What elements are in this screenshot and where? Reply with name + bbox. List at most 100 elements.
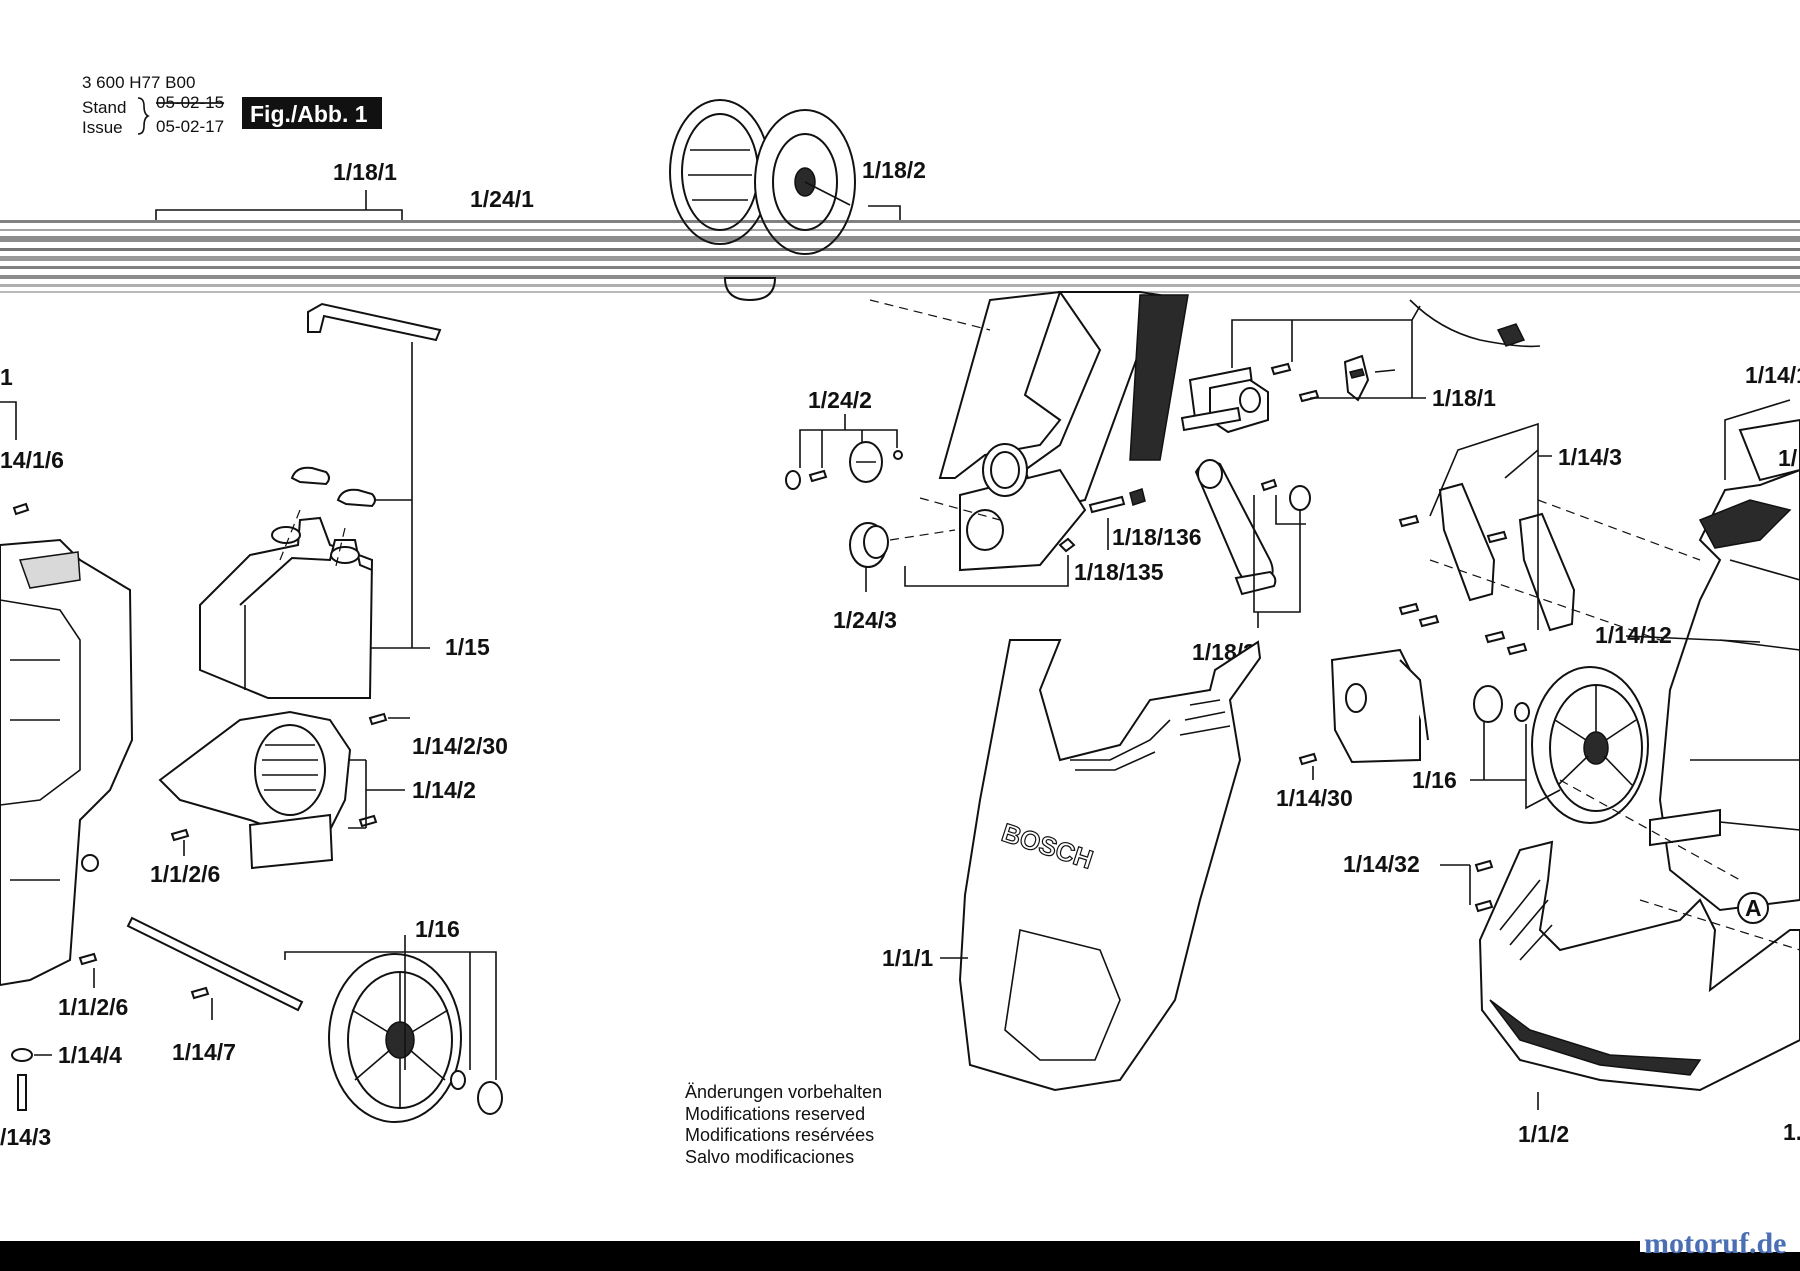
nut-icon bbox=[1129, 488, 1146, 506]
l-wrench-part bbox=[307, 302, 442, 342]
oring-icon bbox=[785, 470, 801, 490]
screw-icon bbox=[1260, 478, 1278, 492]
screw-icon bbox=[170, 828, 190, 842]
hose-coupling-icon bbox=[1496, 323, 1526, 347]
callout-1-18-1-right: 1/18/1 bbox=[1432, 385, 1496, 411]
dash-base bbox=[1559, 779, 1800, 951]
screw-icon bbox=[1398, 514, 1420, 528]
callout-1-18-1-top: 1/18/1 bbox=[333, 159, 397, 185]
dash-knob bbox=[889, 529, 956, 541]
bracket-1-18-1-top bbox=[155, 190, 403, 220]
callout-1-14-30: 1/14/30 bbox=[1276, 785, 1353, 811]
screw-icon bbox=[190, 986, 210, 1000]
callout-1-1-2-6-a: 1/1/2/6 bbox=[150, 861, 220, 887]
clip-icon bbox=[450, 1070, 466, 1090]
handle-frame-part bbox=[938, 290, 1189, 572]
screw-icon bbox=[12, 502, 30, 516]
screw-icon bbox=[808, 469, 828, 483]
issue-date: 05-02-17 bbox=[156, 117, 224, 136]
bracket-1-14-3-right bbox=[1429, 422, 1552, 630]
marker-a-circle bbox=[1737, 892, 1769, 924]
callout-1-24-1: 1/24/1 bbox=[470, 186, 534, 212]
base-cover-part bbox=[1478, 840, 1800, 1092]
issue-label: Issue bbox=[82, 118, 123, 137]
bracket-1-18-135 bbox=[904, 555, 1069, 587]
knob-part bbox=[849, 441, 883, 483]
detergent-tanks-part bbox=[199, 516, 374, 699]
cap-icon bbox=[477, 1081, 503, 1115]
pin-icon bbox=[893, 450, 903, 460]
stand-date: 05-02-15 bbox=[156, 93, 224, 112]
bracket-plates-part bbox=[1438, 482, 1576, 632]
switch-box-part bbox=[1330, 648, 1429, 764]
hinge-part bbox=[1180, 366, 1269, 434]
screw-icon bbox=[1474, 899, 1494, 913]
modification-notes: Änderungen vorbehalten Modifications res… bbox=[685, 1082, 882, 1167]
callout-14-3-left: /14/3 bbox=[0, 1124, 51, 1150]
screw-icon bbox=[358, 814, 378, 828]
left-machine-body-part bbox=[0, 538, 134, 987]
dash-right bbox=[1429, 499, 1701, 641]
scan-noise-band bbox=[0, 220, 1800, 293]
callout-left-1: 1 bbox=[0, 364, 13, 390]
part-number: 3 600 H77 B00 bbox=[82, 73, 195, 92]
latch-part bbox=[1343, 354, 1370, 402]
washer-icon bbox=[11, 1048, 33, 1062]
screw-icon bbox=[1484, 630, 1506, 644]
callout-14-1-6: 14/1/6 bbox=[0, 447, 64, 473]
callout-1-14-2-30: 1/14/2/30 bbox=[412, 733, 508, 759]
note-de: Änderungen vorbehalten bbox=[685, 1082, 882, 1102]
leader-left-1 bbox=[0, 401, 17, 440]
watermark-backing bbox=[1640, 1222, 1800, 1252]
screw-icon bbox=[78, 952, 98, 966]
front-cover-part: BOSCH bbox=[958, 639, 1262, 1092]
callout-1-14-12: 1/14/12 bbox=[1595, 622, 1672, 648]
tank-caps-part bbox=[290, 466, 376, 508]
callout-1-right-edge: 1/ bbox=[1778, 445, 1798, 471]
wheel-right-part bbox=[1531, 666, 1649, 824]
callout-1-15: 1/15 bbox=[445, 634, 490, 660]
leader-1-18-2 bbox=[868, 205, 901, 220]
bolt-icon bbox=[17, 1074, 27, 1111]
callout-1-16-left: 1/16 bbox=[415, 916, 460, 942]
screw-icon bbox=[1474, 859, 1494, 873]
bracket-1-24-2 bbox=[799, 414, 898, 468]
crank-handle-part bbox=[1194, 459, 1277, 596]
callout-1-14-right-edge: 1/14/1 bbox=[1745, 362, 1800, 388]
pin-line bbox=[1374, 369, 1396, 373]
callout-1-14-32: 1/14/32 bbox=[1343, 851, 1420, 877]
callout-1-14-4: 1/14/4 bbox=[58, 1042, 122, 1068]
fan-cover-part bbox=[158, 710, 352, 870]
hose-line bbox=[1409, 299, 1541, 348]
note-en: Modifications reserved bbox=[685, 1104, 865, 1124]
callout-1-1-2: 1/1/2 bbox=[1518, 1121, 1569, 1147]
callout-1-14-2: 1/14/2 bbox=[412, 777, 476, 803]
screw-icon bbox=[1298, 752, 1318, 766]
callout-1-16-right: 1/16 bbox=[1412, 767, 1457, 793]
screw-icon bbox=[1418, 614, 1440, 628]
bracket-1-15 bbox=[368, 342, 430, 649]
cap-icon bbox=[1473, 685, 1503, 723]
screw-icon bbox=[1486, 530, 1508, 544]
clip-small-icon bbox=[1058, 537, 1076, 553]
fig-label-box bbox=[242, 97, 382, 129]
callout-1-18-136: 1/18/136 bbox=[1112, 524, 1202, 550]
footer-bar bbox=[0, 1241, 1800, 1271]
screw-icon bbox=[1506, 642, 1528, 656]
stand-label: Stand bbox=[82, 98, 126, 117]
bracket-1-18-1-right bbox=[1231, 305, 1426, 399]
dash-top bbox=[869, 299, 991, 331]
wheel-left-part bbox=[328, 953, 462, 1123]
bracket-1-18-3 bbox=[1253, 495, 1306, 628]
callout-1-14-7: 1/14/7 bbox=[172, 1039, 236, 1065]
note-fr: Modifications resérvées bbox=[685, 1125, 874, 1145]
bracket-1-14-2 bbox=[348, 759, 405, 829]
callout-1-18-135: 1/18/135 bbox=[1074, 559, 1164, 585]
callout-1-24-2: 1/24/2 bbox=[808, 387, 872, 413]
watermark-logo: motoruf.de bbox=[1644, 1227, 1786, 1260]
callout-bottom-edge: 1. bbox=[1783, 1119, 1800, 1145]
screw-icon bbox=[1270, 362, 1292, 376]
marker-a: A bbox=[1745, 895, 1762, 921]
axle-rod-part bbox=[126, 916, 304, 1012]
oring-icon bbox=[1289, 485, 1311, 511]
